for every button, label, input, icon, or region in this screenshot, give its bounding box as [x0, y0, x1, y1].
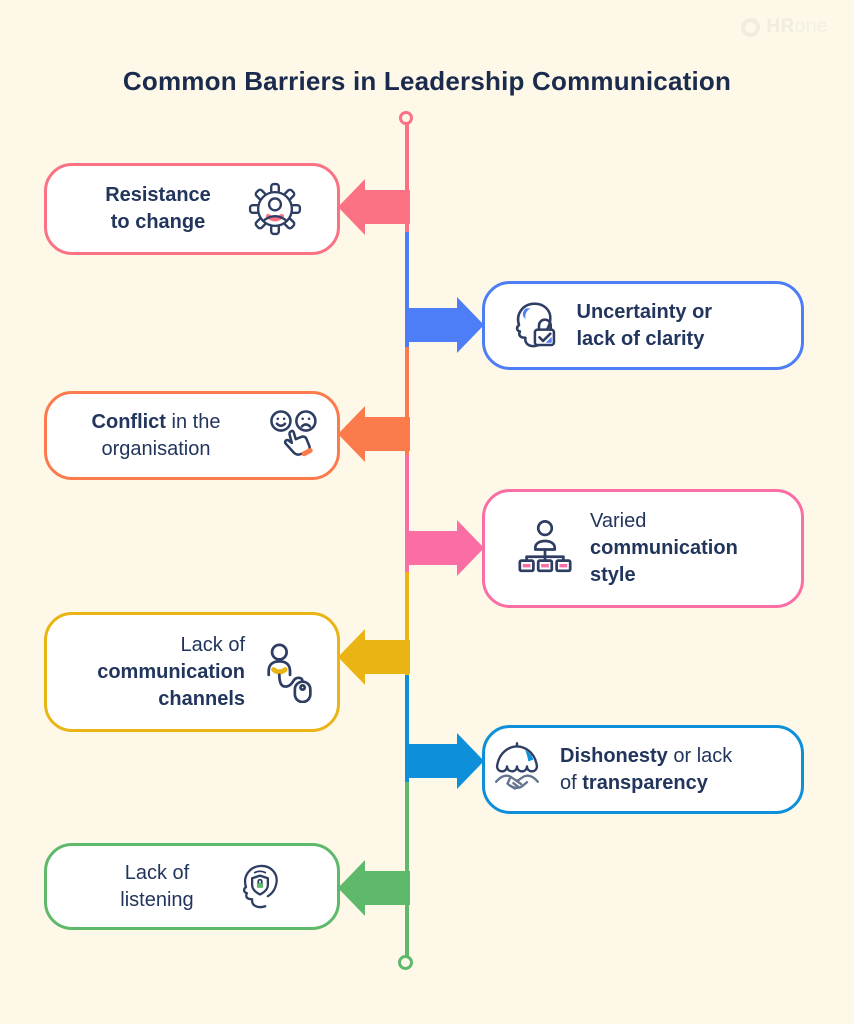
timeline-segment: [405, 455, 409, 572]
reaction-faces-icon: [266, 407, 324, 465]
hrone-swirl-icon: [740, 17, 761, 38]
gear-person-icon: [248, 182, 302, 236]
timeline-segment: [405, 675, 409, 782]
connector-arrow-right: [405, 733, 484, 789]
timeline-segment: [405, 232, 409, 347]
timeline-end-node: [398, 955, 413, 970]
connector-arrow-left: [338, 629, 410, 685]
timeline-segment: [405, 572, 409, 675]
brand-text-one: one: [794, 16, 828, 37]
brand-logo: HRone: [740, 16, 828, 38]
timeline-segment: [405, 347, 409, 455]
head-lock-icon: [505, 297, 563, 355]
page-title: Common Barriers in Leadership Communicat…: [122, 66, 732, 96]
timeline-segment: [405, 782, 409, 956]
timeline-segment: [405, 124, 409, 232]
timeline-start-node: [399, 111, 413, 125]
connector-arrow-right: [405, 520, 484, 576]
connector-arrow-left: [338, 179, 410, 235]
connector-arrow-left: [338, 860, 410, 916]
person-mouse-icon: [259, 641, 321, 703]
brand-text-hr: HR: [766, 16, 795, 37]
connector-arrow-right: [405, 297, 484, 353]
umbrella-handshake-icon: [488, 741, 546, 799]
timeline: [405, 124, 409, 956]
org-chart-icon: [514, 518, 576, 580]
head-shield-icon: [232, 859, 288, 915]
connector-arrow-left: [338, 406, 410, 462]
